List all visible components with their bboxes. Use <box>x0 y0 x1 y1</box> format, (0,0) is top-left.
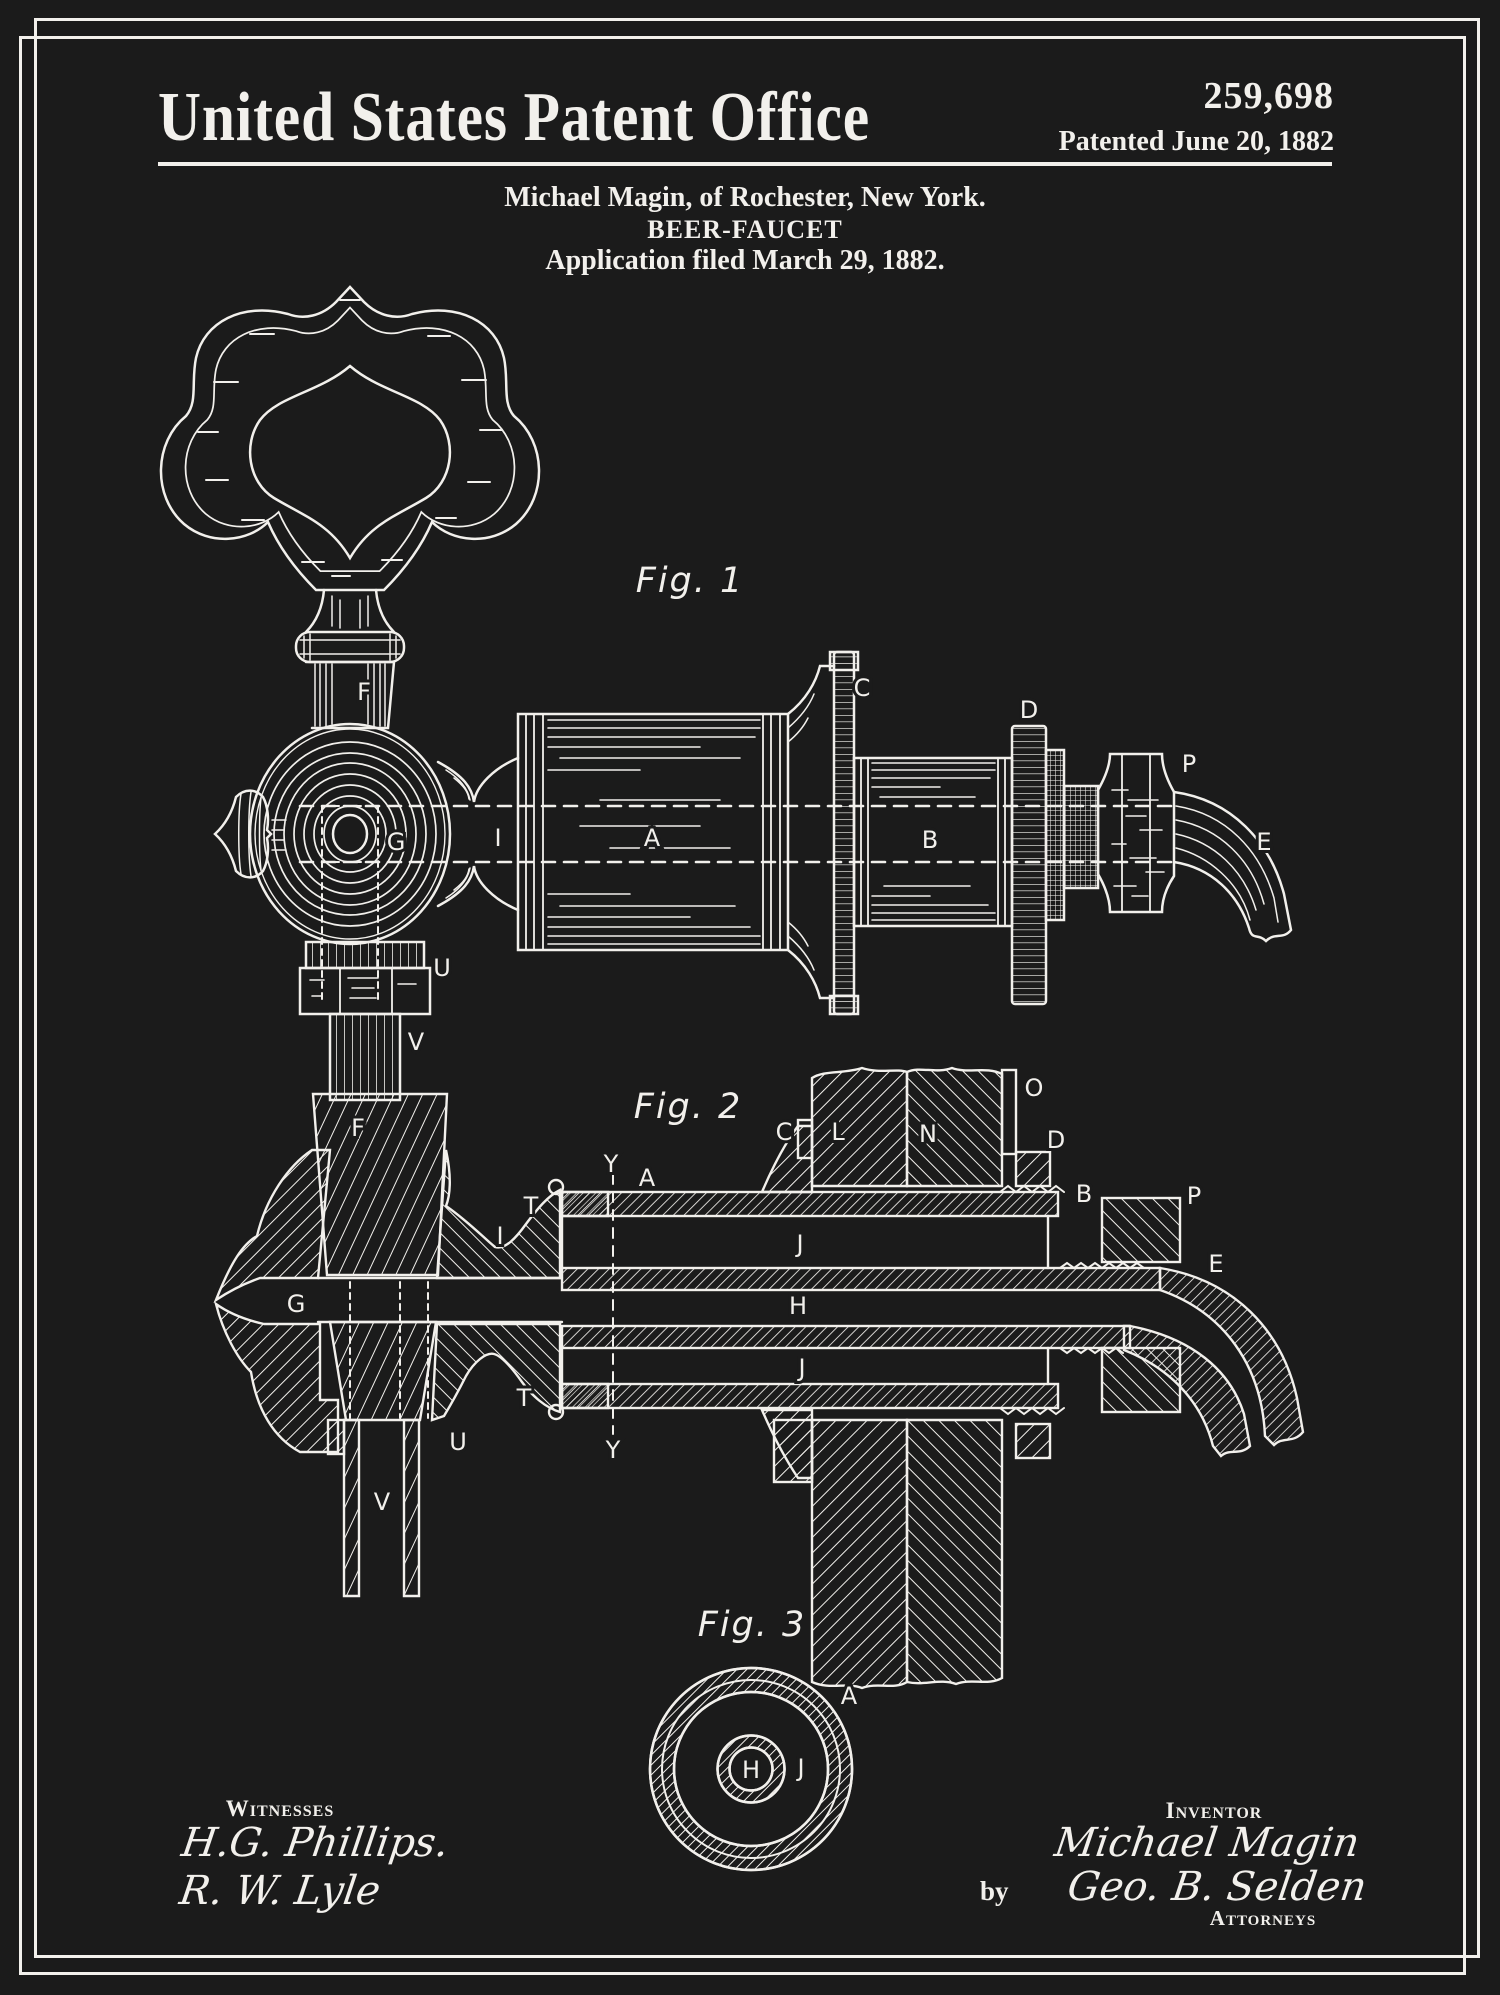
patent-number: 259,698 <box>1203 75 1334 117</box>
fig2-label-t1: T <box>523 1192 539 1220</box>
fig2-label-y1: Y <box>603 1150 619 1178</box>
fig2-label-t2: T <box>516 1384 532 1412</box>
page-title: United States Patent Office <box>158 79 870 156</box>
witness-signature-2: R. W. Lyle <box>176 1868 384 1914</box>
fig1-bottom-outlet <box>298 940 432 1102</box>
fig3-drawing <box>648 1666 854 1872</box>
invention-title: BEER-FAUCET <box>647 215 843 244</box>
fig1-label-u: U <box>433 954 451 982</box>
application-line: Application filed March 29, 1882. <box>545 245 945 276</box>
fig2-drawing <box>213 1066 1305 1690</box>
fig1-drawing <box>159 285 1293 1102</box>
fig1-label-p: P <box>1182 750 1196 778</box>
fig2-label-o: O <box>1025 1074 1044 1102</box>
witness-signature-1: H.G. Phillips. <box>178 1820 452 1866</box>
fig1-label-i: I <box>494 824 501 852</box>
fig2-label-y2: Y <box>605 1436 621 1464</box>
fig2-label-i: I <box>496 1222 503 1250</box>
fig2-body-section <box>213 1148 565 1456</box>
fig3-part-labels: A J H <box>739 1679 861 1787</box>
fig1-label-g: G <box>387 828 406 856</box>
fig1-label-c: C <box>854 674 871 702</box>
patented-date: Patented June 20, 1882 <box>1058 126 1334 157</box>
fig2-label-v: V <box>374 1488 391 1516</box>
fig2-label-g: G <box>287 1290 306 1318</box>
title-rule <box>158 162 1332 166</box>
fig1-label-a: A <box>644 824 661 852</box>
fig2-label-l: L <box>831 1118 845 1146</box>
fig1-key-handle <box>159 285 541 730</box>
fig2-label-j1: J <box>794 1230 803 1258</box>
fig1-label-v: V <box>408 1028 425 1056</box>
fig2-tubes-section <box>316 1184 1162 1416</box>
fig2-label-d: D <box>1047 1126 1065 1154</box>
fig3-label-h: H <box>742 1756 760 1784</box>
inventor-line: Michael Magin, of Rochester, New York. <box>504 182 986 213</box>
fig3-caption: Fig. 3 <box>698 1605 807 1645</box>
fig1-label-f: F <box>357 678 371 706</box>
fig2-wall-sections <box>760 1066 1052 1690</box>
fig2-label-e: E <box>1208 1250 1223 1278</box>
fig2-label-n: N <box>919 1120 937 1148</box>
inventor-signature: Michael Magin <box>1051 1820 1363 1866</box>
fig1-valve-body <box>213 722 452 1003</box>
fig3-label-a: A <box>841 1682 858 1710</box>
attorney-signature: Geo. B. Selden <box>1064 1864 1370 1910</box>
fig2-nut-spout-section <box>1100 1196 1305 1458</box>
fig2-label-a: A <box>639 1164 656 1192</box>
fig2-label-p: P <box>1187 1182 1201 1210</box>
fig2-label-f: F <box>351 1114 365 1142</box>
fig1-label-e: E <box>1256 828 1271 856</box>
by-label: by <box>980 1876 1009 1906</box>
fig1-caption: Fig. 1 <box>636 561 745 601</box>
fig1-label-d: D <box>1020 696 1038 724</box>
fig1-label-b: B <box>922 826 938 854</box>
fig1-part-labels: F G I A C B D P E U V <box>354 671 1274 1059</box>
witnesses-heading: Witnesses <box>225 1796 335 1821</box>
fig2-plug-section <box>311 1092 449 1598</box>
fig2-caption: Fig. 2 <box>634 1087 743 1127</box>
fig2-label-c: C <box>776 1118 793 1146</box>
fig2-label-u: U <box>449 1428 467 1456</box>
inventor-heading: Inventor <box>1165 1798 1263 1823</box>
fig2-label-h: H <box>789 1292 807 1320</box>
fig3-label-j: J <box>795 1754 804 1782</box>
fig2-label-b: B <box>1076 1180 1092 1208</box>
attorneys-heading: Attorneys <box>1209 1906 1317 1930</box>
fig2-label-j2: J <box>796 1354 805 1382</box>
fig2-part-labels: F G I C L N O D B P E Y A J H J T T Y U … <box>284 1071 1227 1519</box>
fig1-barrel-assembly <box>298 650 1293 1016</box>
